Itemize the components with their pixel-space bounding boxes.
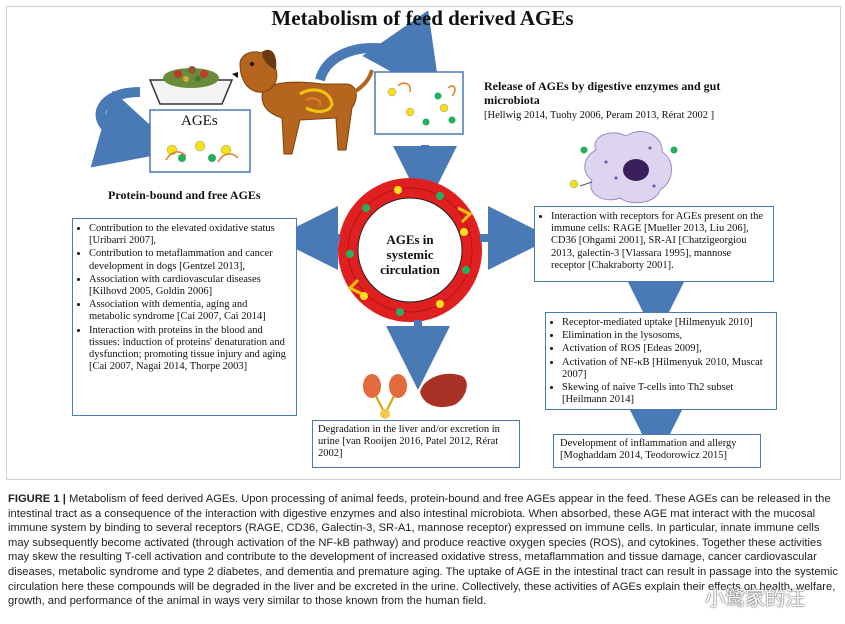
effect-item: Association with cardiovascular diseases…: [89, 274, 290, 298]
kidneys-icon: [363, 374, 407, 419]
feed-bowl-icon: [148, 66, 234, 105]
figure-caption: FIGURE 1 | Metabolism of feed derived AG…: [8, 492, 838, 609]
receptor-interaction-box: Interaction with receptors for AGEs pres…: [534, 206, 774, 282]
ages-molecules-icon: [165, 140, 239, 163]
response-item: Receptor-mediated uptake [Hilmenyuk 2010…: [562, 317, 770, 329]
protein-bound-label: Protein-bound and free AGEs: [108, 188, 261, 202]
response-item: Skewing of naive T-cells into Th2 subset…: [562, 382, 770, 406]
effect-item: Contribution to the elevated oxidative s…: [89, 223, 290, 247]
immune-cell-icon: [569, 130, 678, 204]
caption-text: Metabolism of feed derived AGEs. Upon pr…: [8, 493, 839, 608]
response-item: Elimination in the lysosoms,: [562, 330, 770, 342]
effect-item: Contribution to metaflammation and cance…: [89, 248, 290, 272]
release-box: [374, 71, 464, 135]
liver-icon: [420, 373, 467, 408]
ages-box-label: AGEs: [181, 113, 218, 129]
circulation-ring: [338, 178, 482, 322]
excretion-box: Degradation in the liver and/or excretio…: [312, 420, 520, 468]
released-ages-icon: [387, 82, 456, 126]
release-refs: [Hellwig 2014, Tuohy 2006, Peram 2013, R…: [484, 110, 715, 121]
bowl-to-ages-arrow: [90, 87, 179, 168]
inflammation-box: Development of inflammation and allergy …: [553, 434, 761, 468]
response-item: Activation of NF-κB [Hilmenyuk 2010, Mus…: [562, 357, 770, 381]
dog-to-release-arrow: [315, 10, 441, 99]
effect-item: Association with dementia, aging and met…: [89, 299, 290, 323]
effect-item: Interaction with proteins in the blood a…: [89, 325, 290, 374]
response-item: Activation of ROS [Edeas 2009],: [562, 343, 770, 355]
systemic-effects-box: Contribution to the elevated oxidative s…: [72, 218, 297, 416]
diagram-title: Metabolism of feed derived AGEs: [271, 6, 574, 30]
receptor-item: Interaction with receptors for AGEs pres…: [551, 211, 767, 272]
caption-label: FIGURE 1 |: [8, 493, 66, 505]
dog-icon: [232, 49, 374, 155]
watermark: 小鹭家的汪: [705, 586, 805, 610]
immune-response-box: Receptor-mediated uptake [Hilmenyuk 2010…: [545, 312, 777, 410]
center-label: AGEs in systemic circulation: [380, 232, 440, 277]
release-title: Release of AGEs by digestive enzymes and…: [484, 79, 721, 107]
